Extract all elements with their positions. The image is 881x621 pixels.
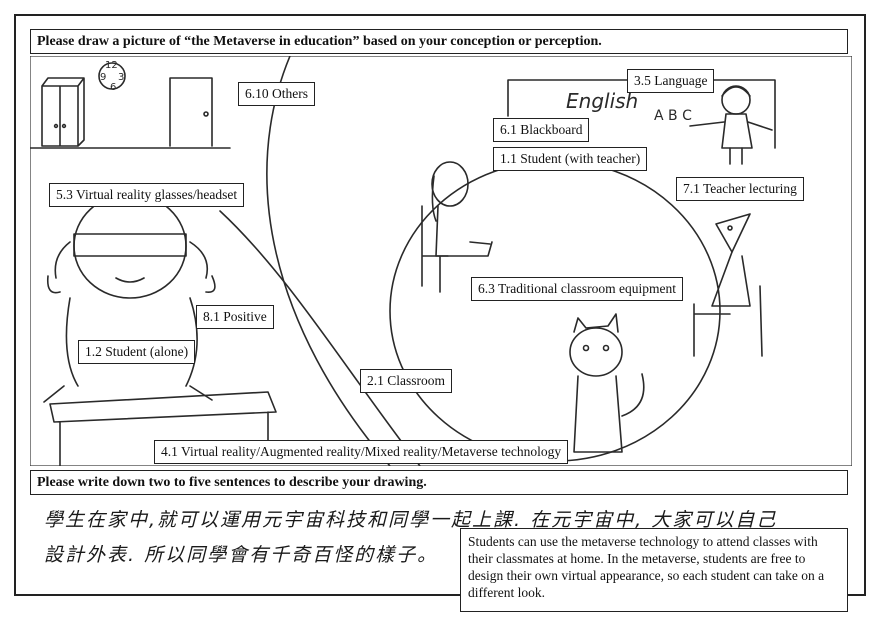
blackboard-letters: A B C [654, 108, 692, 124]
label-student-with-teacher: 1.1 Student (with teacher) [493, 147, 648, 171]
english-translation: Students can use the metaverse technolog… [460, 528, 848, 612]
student-drawing: 12 3 6 9 English A B C [30, 56, 852, 466]
vr-headset [73, 233, 187, 257]
label-vr-glasses: 5.3 Virtual reality glasses/headset [49, 183, 245, 207]
svg-text:6: 6 [110, 82, 116, 93]
svg-text:9: 9 [100, 72, 106, 83]
clock [98, 62, 126, 90]
label-technology: 4.1 Virtual reality/Augmented reality/Mi… [154, 440, 569, 464]
worksheet-frame [14, 14, 866, 596]
svg-text:12: 12 [105, 60, 118, 71]
room-divider-arc [219, 210, 421, 466]
label-language: 3.5 Language [627, 69, 715, 93]
label-blackboard: 6.1 Blackboard [493, 118, 590, 142]
handwriting-line-2: 設計外表. 所以同學會有千奇百怪的樣子。 [44, 544, 439, 566]
blackboard-word: English [566, 89, 638, 113]
label-traditional-equipment: 6.3 Traditional classroom equipment [471, 277, 683, 301]
blackboard [507, 79, 776, 149]
drawing-prompt: Please draw a picture of “the Metaverse … [30, 29, 848, 54]
door [169, 77, 213, 147]
virtual-space-arc [266, 56, 391, 466]
label-classroom: 2.1 Classroom [360, 369, 453, 393]
svg-text:3: 3 [118, 72, 124, 83]
classroom-circle [389, 160, 721, 462]
label-student-alone: 1.2 Student (alone) [78, 340, 196, 364]
label-others: 6.10 Others [238, 82, 315, 106]
cabinet [41, 77, 85, 147]
label-teacher-lecturing: 7.1 Teacher lecturing [676, 177, 804, 201]
handwriting-line-1: 學生在家中,就可以運用元宇宙科技和同學一起上課. 在元宇宙中, 大家可以自己 [44, 509, 778, 531]
writing-prompt: Please write down two to five sentences … [30, 470, 848, 495]
label-positive: 8.1 Positive [196, 305, 274, 329]
